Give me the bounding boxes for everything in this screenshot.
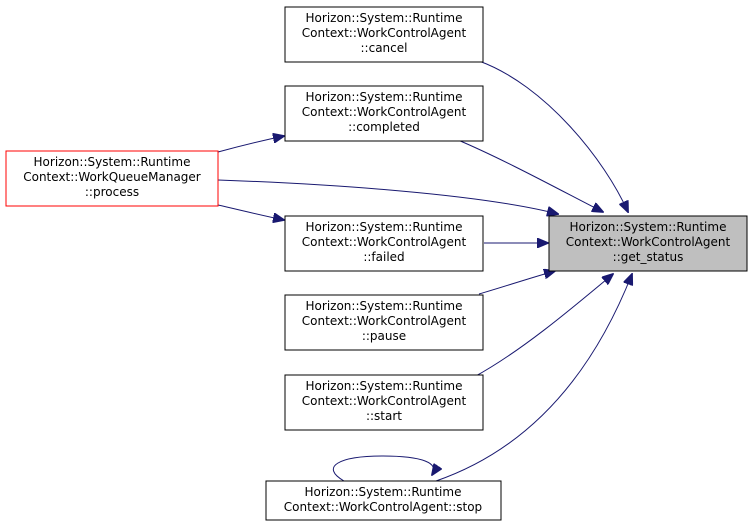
node-get-status-line-1: Horizon::System::Runtime [570, 220, 727, 234]
node-pause-line-3: ::pause [362, 329, 406, 343]
node-completed[interactable]: Horizon::System::Runtime Context::WorkCo… [284, 85, 484, 142]
node-process-line-3: ::process [85, 185, 139, 199]
node-failed[interactable]: Horizon::System::Runtime Context::WorkCo… [284, 215, 484, 272]
node-process-line-2: Context::WorkQueueManager [23, 170, 201, 184]
edge-process-to-get-status [217, 179, 558, 214]
node-start-line-2: Context::WorkControlAgent [302, 394, 467, 408]
edge-start-to-get-status [473, 274, 613, 378]
node-pause[interactable]: Horizon::System::Runtime Context::WorkCo… [284, 294, 484, 351]
node-cancel[interactable]: Horizon::System::Runtime Context::WorkCo… [284, 6, 484, 63]
node-stop-line-1: Horizon::System::Runtime [305, 485, 462, 499]
node-failed-line-2: Context::WorkControlAgent [302, 235, 467, 249]
node-start[interactable]: Horizon::System::Runtime Context::WorkCo… [284, 374, 484, 431]
node-get-status[interactable]: Horizon::System::Runtime Context::WorkCo… [548, 215, 748, 272]
edges [217, 60, 632, 482]
node-get-status-line-2: Context::WorkControlAgent [566, 235, 731, 249]
node-start-line-1: Horizon::System::Runtime [306, 379, 463, 393]
node-failed-line-3: ::failed [363, 250, 404, 264]
edge-process-to-failed [217, 204, 284, 220]
edge-pause-to-get-status [478, 271, 555, 295]
node-process-line-1: Horizon::System::Runtime [34, 155, 191, 169]
node-pause-line-2: Context::WorkControlAgent [302, 314, 467, 328]
node-get-status-line-3: ::get_status [613, 250, 684, 264]
edge-stop-self-loop [332, 455, 434, 482]
node-failed-line-1: Horizon::System::Runtime [306, 220, 463, 234]
node-completed-line-1: Horizon::System::Runtime [306, 90, 463, 104]
edge-process-to-completed [217, 136, 284, 153]
edge-stop-to-get-status [435, 274, 632, 482]
node-completed-line-3: ::completed [348, 120, 420, 134]
node-cancel-line-3: ::cancel [361, 41, 408, 55]
node-cancel-line-1: Horizon::System::Runtime [306, 11, 463, 25]
node-pause-line-1: Horizon::System::Runtime [306, 299, 463, 313]
edge-cancel-to-get-status [478, 60, 628, 212]
node-stop-line-2: Context::WorkControlAgent::stop [284, 500, 482, 514]
node-start-line-3: ::start [366, 409, 402, 423]
node-cancel-line-2: Context::WorkControlAgent [302, 26, 467, 40]
edge-completed-to-get-status [457, 139, 603, 212]
node-stop[interactable]: Horizon::System::Runtime Context::WorkCo… [265, 480, 502, 521]
node-completed-line-2: Context::WorkControlAgent [302, 105, 467, 119]
node-process[interactable]: Horizon::System::Runtime Context::WorkQu… [5, 150, 219, 207]
